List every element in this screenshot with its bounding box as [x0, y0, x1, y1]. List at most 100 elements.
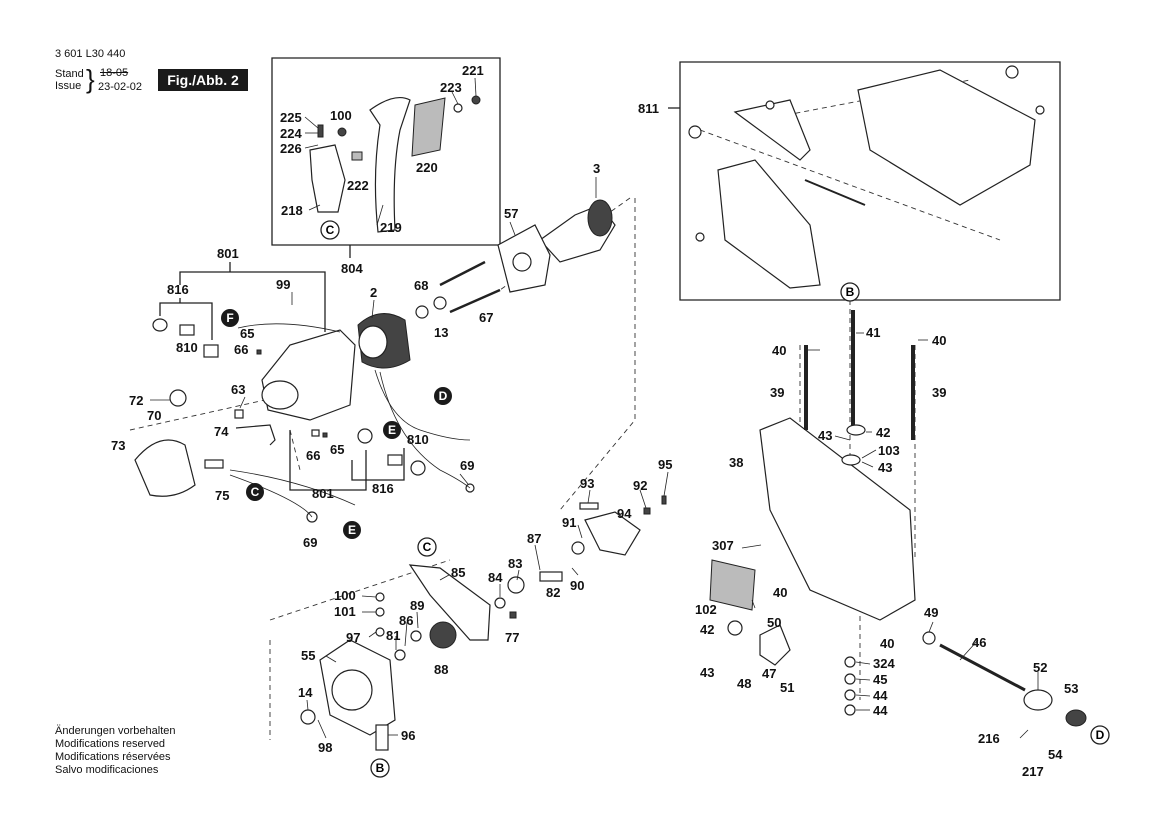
part-label: 100: [334, 588, 356, 603]
marker-b-right: [840, 282, 860, 302]
motor-parts: [134, 199, 616, 523]
part-label: 73: [111, 438, 125, 453]
frames: [159, 57, 1061, 491]
part-label: 42: [700, 622, 714, 637]
doc-number: 3 601 L30 440: [55, 48, 126, 60]
part-label: 87: [527, 531, 541, 546]
part-label: 2: [370, 285, 377, 300]
issue-label: Issue: [55, 80, 82, 92]
guard-shield: [717, 159, 821, 289]
part-label: 100: [330, 108, 352, 123]
part-label: 217: [1022, 764, 1044, 779]
part-label: 222: [347, 178, 369, 193]
riving-knife: [369, 97, 411, 233]
part-label: 89: [410, 598, 424, 613]
end-cap: [134, 439, 196, 497]
marker-b-bottom-label: B: [376, 761, 385, 775]
part-label: 69: [460, 458, 474, 473]
marker-b-bottom: [370, 758, 390, 778]
part-label: 49: [924, 605, 938, 620]
part-label: 43: [878, 460, 892, 475]
part-label: 81: [386, 628, 400, 643]
part-label: 55: [301, 648, 315, 663]
marker-c-top: [320, 220, 340, 240]
part-label: 86: [399, 613, 413, 628]
part-label: 69: [303, 535, 317, 550]
note-en: Modifications reserved: [55, 738, 166, 750]
part-label: 96: [401, 728, 415, 743]
part-label: 41: [866, 325, 880, 340]
note-es: Salvo modificaciones: [55, 764, 159, 776]
marker-c-left: [246, 483, 264, 501]
part-label: 218: [281, 203, 303, 218]
part-label: 70: [147, 408, 161, 423]
part-label: 54: [1048, 747, 1063, 762]
part-label: 98: [318, 740, 332, 755]
part-label: 48: [737, 676, 751, 691]
frame-804: [271, 57, 501, 246]
guard-top-plate: [857, 69, 1036, 206]
part-label: 801: [312, 486, 334, 501]
part-label: 72: [129, 393, 143, 408]
marker-d-left-label: D: [439, 389, 448, 403]
part-label: 95: [658, 457, 672, 472]
marker-d-right-label: D: [1096, 728, 1105, 742]
part-label: 102: [695, 602, 717, 617]
note-fr: Modifications réservées: [55, 751, 171, 763]
part-label: 40: [880, 636, 894, 651]
part-label: 97: [346, 630, 360, 645]
part-label: 94: [617, 506, 632, 521]
modification-notes: Änderungen vorbehalten Modifications res…: [55, 725, 175, 777]
reference-markers: C F D E C E C B B D: [221, 220, 1110, 778]
part-label: 219: [380, 220, 402, 235]
part-label: 103: [878, 443, 900, 458]
marker-c-mid-label: C: [423, 540, 432, 554]
part-label: 40: [772, 343, 786, 358]
part-label: 68: [414, 278, 428, 293]
part-label: 42: [876, 425, 890, 440]
part-label: 40: [932, 333, 946, 348]
part-label: 225: [280, 110, 302, 125]
part-label: 74: [214, 424, 229, 439]
gear-arm: [408, 564, 491, 641]
base-frame: [759, 417, 916, 621]
part-label: 57: [504, 206, 518, 221]
part-label: 47: [762, 666, 776, 681]
marker-e-bottom: [343, 521, 361, 539]
bracket-816-top: [159, 302, 213, 340]
part-label: 101: [334, 604, 356, 619]
part-label: 810: [176, 340, 198, 355]
part-label: 65: [330, 442, 344, 457]
part-label: 220: [416, 160, 438, 175]
part-label: 51: [780, 680, 794, 695]
note-de: Änderungen vorbehalten: [55, 725, 176, 737]
part-label: 226: [280, 141, 302, 156]
dashed-guides: [129, 79, 1001, 740]
guard-811-parts: [688, 65, 1045, 289]
part-label: 77: [505, 630, 519, 645]
blade-flange: [584, 511, 641, 556]
part-label: 99: [276, 277, 290, 292]
stand-value: 18-05: [100, 67, 129, 79]
part-label: 801: [217, 246, 239, 261]
part-label: 50: [767, 615, 781, 630]
part-label: 811: [638, 101, 659, 116]
part-label: 223: [440, 80, 462, 95]
part-label: 810: [407, 432, 429, 447]
part-label: 13: [434, 325, 448, 340]
bracket-801-top: [179, 271, 326, 332]
part-label: 65: [240, 326, 254, 341]
part-label: 67: [479, 310, 493, 325]
part-label: 83: [508, 556, 522, 571]
part-label: 221: [462, 63, 484, 78]
leader-lines: [150, 77, 1039, 739]
part-label: 46: [972, 635, 986, 650]
part-label: 90: [570, 578, 584, 593]
part-label: 82: [546, 585, 560, 600]
part-label: 43: [700, 665, 714, 680]
part-label: 92: [633, 478, 647, 493]
part-label: 38: [729, 455, 743, 470]
marker-f-label: F: [226, 311, 233, 325]
bracket-801-bottom: [289, 430, 367, 491]
part-label: 39: [932, 385, 946, 400]
